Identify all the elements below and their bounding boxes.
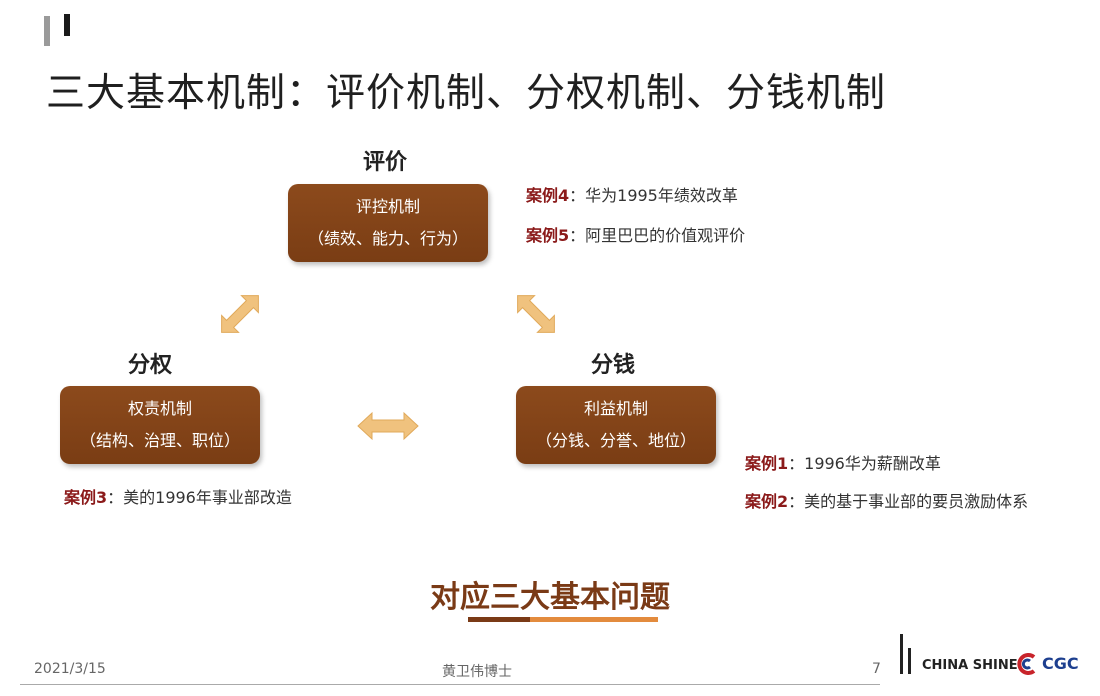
footer-date: 2021/3/15 [34, 661, 106, 677]
money-box: 利益机制 （分钱、分誉、地位） [516, 386, 716, 464]
case-3: 案例3：美的1996年事业部改造 [64, 484, 292, 508]
case-2-text: ：美的基于事业部的要员激励体系 [788, 492, 1029, 511]
double-arrow-icon-horizontal [357, 411, 419, 441]
case-3-text: ：美的1996年事业部改造 [107, 488, 292, 507]
cgc-logo-icon [1017, 653, 1036, 675]
title-bar-gray [44, 16, 50, 46]
case-4-text: ：华为1995年绩效改革 [569, 186, 738, 205]
authority-box-line1: 权责机制 [127, 399, 192, 418]
case-1-text: ：1996华为薪酬改革 [788, 454, 941, 473]
evaluate-box: 评控机制 （绩效、能力、行为） [288, 184, 488, 262]
logo-divider [900, 634, 903, 674]
logo-china: CHINA [922, 658, 969, 673]
double-arrow-icon-left [221, 295, 259, 333]
underline-dark [468, 617, 530, 622]
case-1: 案例1：1996华为薪酬改革 [745, 450, 941, 474]
page-title: 三大基本机制：评价机制、分权机制、分钱机制 [46, 71, 887, 116]
cgc-logo-text: CGC [1042, 654, 1079, 673]
case-2-tag: 案例2 [745, 492, 789, 511]
case-5-text: ：阿里巴巴的价值观评价 [569, 226, 746, 245]
evaluate-label: 评价 [363, 150, 408, 175]
logo-divider-short [908, 648, 911, 674]
case-4: 案例4：华为1995年绩效改革 [526, 182, 738, 206]
money-label: 分钱 [591, 353, 636, 378]
double-arrow-icon-right [517, 295, 555, 333]
footer-page-number: 7 [872, 661, 881, 677]
case-4-tag: 案例4 [526, 186, 570, 205]
money-box-line2: （分钱、分誉、地位） [535, 431, 696, 450]
case-2: 案例2：美的基于事业部的要员激励体系 [745, 488, 1028, 512]
title-bar-black [64, 14, 70, 36]
evaluate-box-line1: 评控机制 [355, 197, 420, 216]
china-shine-logo: CHINA SHINE [922, 658, 1018, 673]
bottom-title: 对应三大基本问题 [430, 580, 670, 615]
case-5-tag: 案例5 [526, 226, 570, 245]
evaluate-box-line2: （绩效、能力、行为） [307, 229, 468, 248]
money-box-line1: 利益机制 [583, 399, 648, 418]
logo-shine: SHINE [972, 658, 1018, 673]
authority-box: 权责机制 （结构、治理、职位） [60, 386, 260, 464]
footer-author: 黄卫伟博士 [442, 664, 512, 680]
case-3-tag: 案例3 [64, 488, 108, 507]
footer-divider [20, 684, 880, 685]
authority-label: 分权 [128, 353, 173, 378]
case-5: 案例5：阿里巴巴的价值观评价 [526, 222, 745, 246]
underline-light [530, 617, 658, 622]
authority-box-line2: （结构、治理、职位） [79, 431, 240, 450]
case-1-tag: 案例1 [745, 454, 789, 473]
